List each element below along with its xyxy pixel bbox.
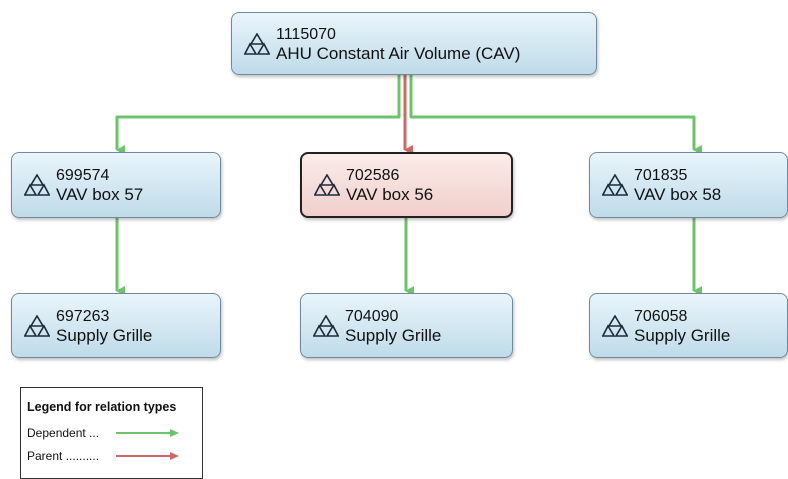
dependent-arrow-icon bbox=[116, 428, 179, 437]
node-id: 706058 bbox=[634, 307, 688, 325]
legend-dependent-label: Dependent ... bbox=[27, 425, 100, 440]
node-supply-grille-704090[interactable]: 704090 Supply Grille bbox=[300, 293, 513, 358]
connector-layer bbox=[115, 75, 702, 296]
node-supply-grille-697263[interactable]: 697263 Supply Grille bbox=[11, 293, 221, 358]
parent-arrow-icon bbox=[116, 451, 179, 460]
relation-legend: Legend for relation types Dependent ... … bbox=[20, 387, 203, 479]
node-name: Supply Grille bbox=[345, 325, 442, 345]
legend-parent-label: Parent .......... bbox=[27, 448, 100, 463]
node-id: 702586 bbox=[346, 167, 400, 184]
node-id: 699574 bbox=[56, 167, 110, 184]
node-id: 1115070 bbox=[276, 25, 336, 43]
node-id: 704090 bbox=[345, 307, 399, 325]
node-id: 697263 bbox=[56, 307, 110, 325]
asset-triangles-icon bbox=[602, 314, 628, 337]
legend-title: Legend for relation types bbox=[27, 400, 177, 414]
legend-row-parent: Parent .......... bbox=[27, 444, 202, 467]
node-vav-box-56[interactable]: 702586 VAV box 56 bbox=[300, 152, 513, 218]
node-name: VAV box 56 bbox=[346, 185, 434, 204]
node-name: AHU Constant Air Volume (CAV) bbox=[276, 43, 521, 63]
node-ahu[interactable]: 1115070 AHU Constant Air Volume (CAV) bbox=[231, 12, 597, 75]
node-name: Supply Grille bbox=[56, 325, 153, 345]
node-name: VAV box 58 bbox=[634, 185, 722, 204]
dependent-connector-root-c3 bbox=[409, 75, 702, 155]
node-name: Supply Grille bbox=[634, 325, 731, 345]
asset-triangles-icon bbox=[244, 32, 270, 55]
dependent-connector-root-c1 bbox=[115, 75, 401, 155]
node-vav-box-58[interactable]: 701835 VAV box 58 bbox=[589, 152, 788, 218]
node-supply-grille-706058[interactable]: 706058 Supply Grille bbox=[589, 293, 788, 358]
asset-triangles-icon bbox=[313, 314, 339, 337]
asset-triangles-icon bbox=[602, 174, 628, 196]
asset-triangles-icon bbox=[24, 174, 50, 196]
node-vav-box-57[interactable]: 699574 VAV box 57 bbox=[11, 152, 221, 218]
legend-row-dependent: Dependent ... bbox=[27, 421, 202, 444]
node-name: VAV box 57 bbox=[56, 185, 144, 204]
asset-triangles-icon bbox=[314, 174, 340, 196]
asset-triangles-icon bbox=[24, 314, 50, 337]
node-id: 701835 bbox=[634, 167, 688, 184]
